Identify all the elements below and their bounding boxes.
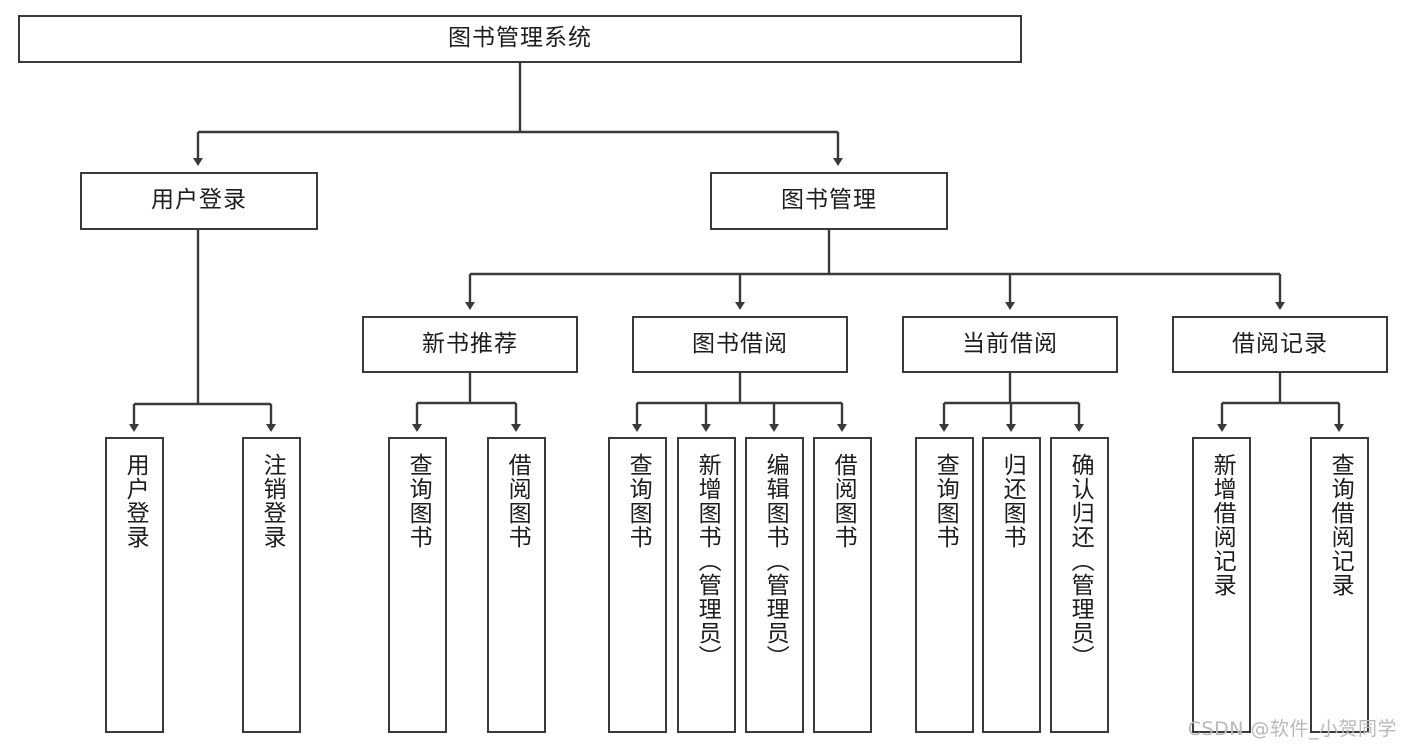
node-book-borrow-label: 图书借阅 — [692, 330, 788, 357]
node-leaf-edit-book-label: 编辑图书（管理员） — [762, 453, 789, 669]
watermark: CSDN @软件_小贺同学 — [1187, 718, 1397, 740]
node-leaf-add-book-label: 新增图书（管理员） — [694, 453, 721, 669]
node-leaf-return-book[interactable]: 归还图书 — [982, 437, 1041, 733]
node-book-management[interactable]: 图书管理 — [710, 172, 948, 230]
node-leaf-query-record-label: 查询借阅记录 — [1327, 453, 1354, 597]
node-leaf-borrow-book-1-label: 借阅图书 — [504, 453, 531, 549]
node-leaf-query-book-1-label: 查询图书 — [405, 453, 432, 549]
node-leaf-add-book[interactable]: 新增图书（管理员） — [677, 437, 736, 733]
node-leaf-add-record[interactable]: 新增借阅记录 — [1192, 437, 1251, 733]
node-new-book-recommend[interactable]: 新书推荐 — [362, 316, 578, 373]
node-leaf-query-book-1[interactable]: 查询图书 — [388, 437, 447, 733]
node-leaf-borrow-book-2[interactable]: 借阅图书 — [813, 437, 872, 733]
node-leaf-user-login-label: 用户登录 — [122, 453, 149, 549]
node-leaf-edit-book[interactable]: 编辑图书（管理员） — [745, 437, 804, 733]
node-leaf-add-record-label: 新增借阅记录 — [1209, 453, 1236, 597]
node-leaf-logout-label: 注销登录 — [259, 453, 286, 549]
node-root[interactable]: 图书管理系统 — [18, 15, 1022, 63]
node-leaf-query-record[interactable]: 查询借阅记录 — [1310, 437, 1369, 733]
node-leaf-borrow-book-1[interactable]: 借阅图书 — [487, 437, 546, 733]
node-current-borrow[interactable]: 当前借阅 — [902, 316, 1118, 373]
node-book-management-label: 图书管理 — [781, 187, 877, 214]
node-leaf-borrow-book-2-label: 借阅图书 — [830, 453, 857, 549]
node-root-label: 图书管理系统 — [448, 25, 592, 52]
node-book-borrow[interactable]: 图书借阅 — [632, 316, 848, 373]
node-leaf-logout[interactable]: 注销登录 — [242, 437, 301, 733]
node-leaf-query-book-2-label: 查询图书 — [625, 453, 652, 549]
node-leaf-query-book-3-label: 查询图书 — [932, 453, 959, 549]
node-leaf-user-login[interactable]: 用户登录 — [105, 437, 164, 733]
node-current-borrow-label: 当前借阅 — [962, 330, 1058, 357]
node-leaf-confirm-return[interactable]: 确认归还（管理员） — [1050, 437, 1109, 733]
node-leaf-confirm-return-label: 确认归还（管理员） — [1067, 453, 1094, 669]
node-new-book-recommend-label: 新书推荐 — [422, 330, 518, 357]
node-borrow-record-label: 借阅记录 — [1232, 330, 1328, 357]
node-leaf-query-book-3[interactable]: 查询图书 — [915, 437, 974, 733]
node-leaf-query-book-2[interactable]: 查询图书 — [608, 437, 667, 733]
node-borrow-record[interactable]: 借阅记录 — [1172, 316, 1388, 373]
node-user-login[interactable]: 用户登录 — [80, 172, 318, 230]
node-user-login-label: 用户登录 — [151, 187, 247, 214]
node-leaf-return-book-label: 归还图书 — [999, 453, 1026, 549]
